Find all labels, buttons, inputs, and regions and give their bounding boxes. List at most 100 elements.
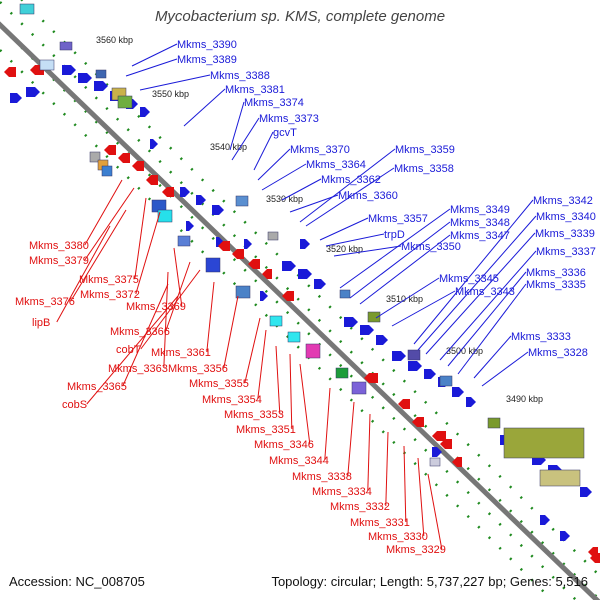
forward-gene-label[interactable]: Mkms_3339 — [535, 228, 595, 240]
forward-gene-label[interactable]: Mkms_3343 — [455, 286, 515, 298]
reverse-gene-arrow[interactable] — [262, 269, 272, 279]
forward-gene-label[interactable]: Mkms_3342 — [533, 195, 593, 207]
reverse-gene-label[interactable]: cobS — [62, 399, 87, 411]
feature-box[interactable] — [539, 469, 581, 487]
forward-gene-arrow[interactable] — [150, 139, 158, 149]
forward-gene-arrow[interactable] — [282, 261, 296, 271]
forward-gene-label[interactable]: Mkms_3360 — [338, 190, 398, 202]
forward-gene-arrow[interactable] — [186, 221, 194, 231]
reverse-gene-arrow[interactable] — [104, 145, 116, 155]
feature-box[interactable] — [351, 381, 367, 395]
feature-box[interactable] — [59, 41, 73, 51]
forward-gene-arrow[interactable] — [560, 531, 570, 541]
forward-gene-arrow[interactable] — [432, 447, 442, 457]
forward-gene-arrow[interactable] — [216, 237, 224, 247]
feature-box[interactable] — [267, 231, 279, 241]
reverse-gene-label[interactable]: Mkms_3361 — [151, 347, 211, 359]
forward-gene-arrow[interactable] — [466, 397, 476, 407]
forward-gene-arrow[interactable] — [360, 325, 374, 335]
reverse-gene-arrow[interactable] — [440, 439, 452, 449]
reverse-gene-label[interactable]: Mkms_3344 — [269, 455, 329, 467]
feature-box[interactable] — [367, 311, 381, 323]
forward-gene-label[interactable]: Mkms_3336 — [526, 267, 586, 279]
reverse-gene-label[interactable]: lipB — [32, 317, 50, 329]
reverse-gene-arrow[interactable] — [412, 417, 424, 427]
reverse-gene-label[interactable]: Mkms_3331 — [350, 517, 410, 529]
forward-gene-arrow[interactable] — [580, 487, 592, 497]
reverse-gene-label[interactable]: Mkms_3329 — [386, 544, 446, 556]
forward-gene-label[interactable]: Mkms_3328 — [528, 347, 588, 359]
feature-box[interactable] — [205, 257, 221, 273]
reverse-gene-label[interactable]: Mkms_3372 — [80, 289, 140, 301]
forward-gene-arrow[interactable] — [314, 279, 326, 289]
forward-gene-label[interactable]: Mkms_3370 — [290, 144, 350, 156]
forward-gene-arrow[interactable] — [180, 187, 190, 197]
forward-gene-label[interactable]: Mkms_3390 — [177, 39, 237, 51]
reverse-gene-arrow[interactable] — [218, 241, 230, 251]
reverse-gene-label[interactable]: Mkms_3346 — [254, 439, 314, 451]
forward-gene-arrow[interactable] — [260, 291, 268, 301]
reverse-gene-label[interactable]: Mkms_3355 — [189, 378, 249, 390]
forward-gene-label[interactable]: Mkms_3349 — [450, 204, 510, 216]
forward-gene-arrow[interactable] — [540, 515, 550, 525]
reverse-gene-arrow[interactable] — [452, 457, 462, 467]
feature-box[interactable] — [235, 195, 249, 207]
forward-gene-label[interactable]: Mkms_3357 — [368, 213, 428, 225]
forward-gene-arrow[interactable] — [424, 369, 436, 379]
reverse-gene-arrow[interactable] — [4, 67, 16, 77]
reverse-gene-arrow[interactable] — [132, 161, 144, 171]
feature-box[interactable] — [429, 457, 441, 467]
reverse-gene-label[interactable]: Mkms_3363 — [108, 363, 168, 375]
feature-box[interactable] — [95, 69, 107, 79]
forward-gene-arrow[interactable] — [212, 205, 224, 215]
reverse-gene-label[interactable]: Mkms_3332 — [330, 501, 390, 513]
forward-gene-label[interactable]: Mkms_3388 — [210, 70, 270, 82]
reverse-gene-label[interactable]: Mkms_3375 — [79, 274, 139, 286]
reverse-gene-label[interactable]: Mkms_3353 — [224, 409, 284, 421]
reverse-gene-arrow[interactable] — [432, 431, 446, 441]
feature-box[interactable] — [487, 417, 501, 429]
reverse-gene-label[interactable]: Mkms_3365 — [67, 381, 127, 393]
forward-gene-label[interactable]: Mkms_3359 — [395, 144, 455, 156]
feature-box[interactable] — [439, 375, 453, 387]
forward-gene-label[interactable]: Mkms_3358 — [394, 163, 454, 175]
forward-gene-arrow[interactable] — [62, 65, 76, 75]
reverse-gene-label[interactable]: Mkms_3338 — [292, 471, 352, 483]
reverse-gene-arrow[interactable] — [282, 291, 294, 301]
reverse-gene-arrow[interactable] — [118, 153, 130, 163]
forward-gene-label[interactable]: gcvT — [273, 127, 297, 139]
feature-box[interactable] — [287, 331, 301, 343]
feature-box[interactable] — [503, 427, 585, 459]
forward-gene-label[interactable]: Mkms_3333 — [511, 331, 571, 343]
reverse-gene-label[interactable]: Mkms_3356 — [168, 363, 228, 375]
forward-gene-label[interactable]: Mkms_3364 — [306, 159, 366, 171]
feature-box[interactable] — [339, 289, 351, 299]
forward-gene-label[interactable]: Mkms_3362 — [321, 174, 381, 186]
feature-box[interactable] — [117, 95, 133, 109]
feature-box[interactable] — [305, 343, 321, 359]
reverse-gene-arrow[interactable] — [232, 249, 244, 259]
forward-gene-arrow[interactable] — [26, 87, 40, 97]
forward-gene-label[interactable]: Mkms_3347 — [450, 230, 510, 242]
reverse-gene-arrow[interactable] — [398, 399, 410, 409]
forward-gene-arrow[interactable] — [376, 335, 388, 345]
forward-gene-arrow[interactable] — [94, 81, 108, 91]
forward-gene-arrow[interactable] — [140, 107, 150, 117]
reverse-gene-arrow[interactable] — [364, 373, 378, 383]
reverse-gene-label[interactable]: Mkms_3380 — [29, 240, 89, 252]
forward-gene-arrow[interactable] — [408, 361, 422, 371]
forward-gene-arrow[interactable] — [298, 269, 312, 279]
feature-box[interactable] — [177, 235, 191, 247]
forward-gene-label[interactable]: trpD — [384, 229, 405, 241]
forward-gene-arrow[interactable] — [392, 351, 406, 361]
feature-box[interactable] — [157, 209, 173, 223]
forward-gene-arrow[interactable] — [78, 73, 92, 83]
feature-box[interactable] — [101, 165, 113, 177]
reverse-gene-label[interactable]: Mkms_3354 — [202, 394, 262, 406]
forward-gene-arrow[interactable] — [196, 195, 206, 205]
reverse-gene-label[interactable]: Mkms_3351 — [236, 424, 296, 436]
forward-gene-label[interactable]: Mkms_3340 — [536, 211, 596, 223]
reverse-gene-arrow[interactable] — [162, 187, 174, 197]
feature-box[interactable] — [89, 151, 101, 163]
